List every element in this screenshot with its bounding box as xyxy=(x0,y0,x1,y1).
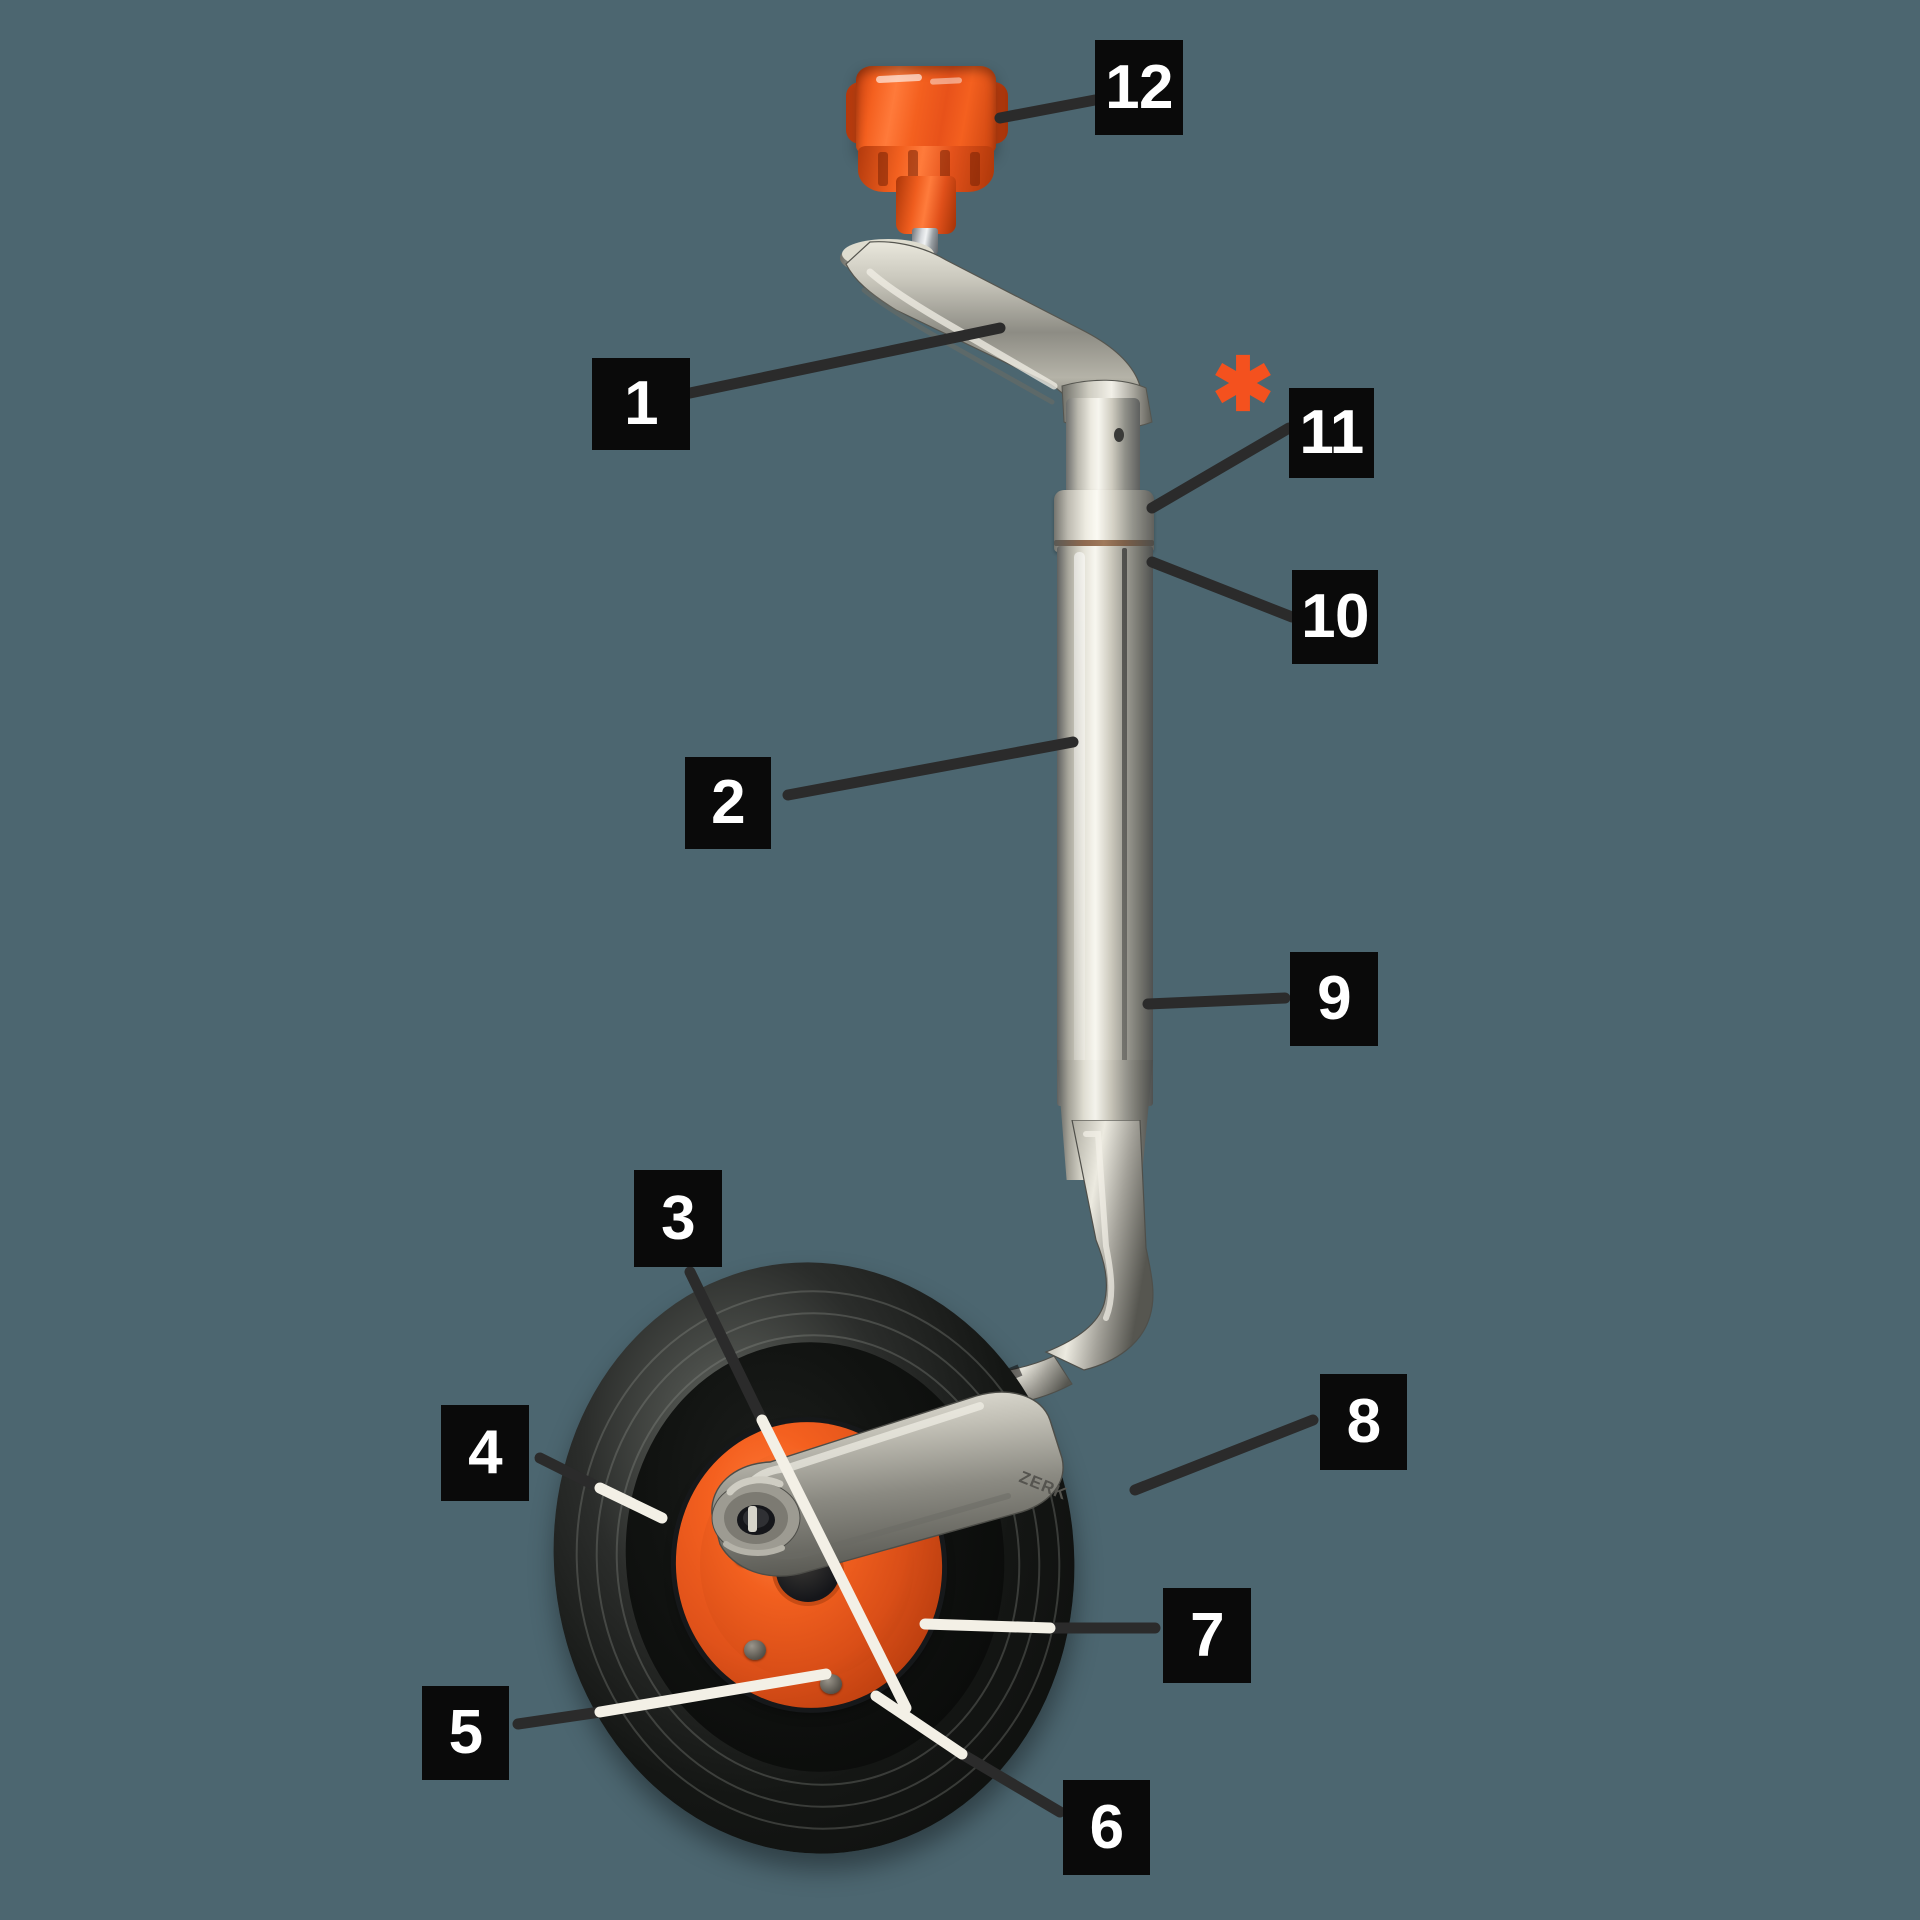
callout-9[interactable]: 9 xyxy=(1290,952,1378,1046)
callout-7[interactable]: 7 xyxy=(1163,1588,1251,1683)
rim-bolt xyxy=(820,1674,842,1694)
rim-bolt xyxy=(744,1640,766,1660)
knob-neck xyxy=(896,176,956,234)
swing-arm-plate xyxy=(711,1391,1064,1577)
clamp-collar-seam xyxy=(1054,540,1154,546)
knob-rib xyxy=(878,152,888,186)
leader-line-2 xyxy=(782,736,1079,801)
leader-line-9 xyxy=(1142,992,1291,1010)
leader-line-10 xyxy=(1146,556,1298,623)
callout-4[interactable]: 4 xyxy=(441,1405,529,1501)
outer-tube-seam xyxy=(1122,548,1127,1162)
callout-8[interactable]: 8 xyxy=(1320,1374,1407,1470)
leader-line-12 xyxy=(994,94,1101,124)
callout-6[interactable]: 6 xyxy=(1063,1780,1150,1875)
callout-11[interactable]: 11 xyxy=(1289,388,1374,478)
asterisk-marker: ✱ xyxy=(1212,343,1275,426)
knob-rib xyxy=(970,152,980,186)
callout-2[interactable]: 2 xyxy=(685,757,771,849)
callout-10[interactable]: 10 xyxy=(1292,570,1378,664)
callout-5[interactable]: 5 xyxy=(422,1686,509,1780)
outer-tube xyxy=(1057,546,1153,1106)
inner-telescoping-tube xyxy=(1066,398,1140,506)
inner-tube-pin-hole xyxy=(1114,428,1124,442)
knob-rib xyxy=(908,150,918,188)
knob-rib xyxy=(940,150,950,188)
callout-3[interactable]: 3 xyxy=(634,1170,722,1267)
callout-12[interactable]: 12 xyxy=(1095,40,1183,135)
knob-cap xyxy=(856,66,996,154)
outer-tube-highlight xyxy=(1074,552,1085,1152)
callout-1[interactable]: 1 xyxy=(592,358,690,450)
